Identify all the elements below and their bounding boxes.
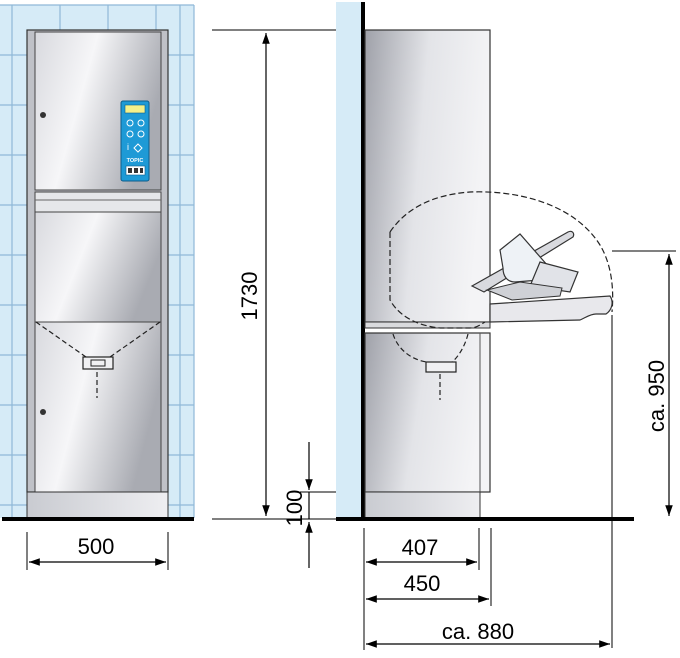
dim-plinth-height-label: 100 [282,490,307,527]
container-lid [529,261,579,293]
program-button-2-icon [137,119,145,127]
upper-door-knob [40,112,46,118]
dim-total-height-label: 1730 [237,272,262,321]
dim-front-width: 500 [26,532,169,570]
dim-depth-open-label: ca. 880 [442,619,514,644]
dim-plinth-height: 100 [282,442,362,568]
front-view: i TOPIC [0,4,195,521]
side-view [336,2,634,521]
dim-front-width-label: 500 [78,534,115,559]
lower-door [34,321,162,493]
side-outlet [425,361,457,373]
dim-loading-height: ca. 950 [611,250,676,648]
dim-depth-body-label: 407 [402,535,439,560]
side-lower-body [364,332,491,493]
start-icon [133,143,143,153]
wall-section-side [336,2,363,518]
front-plinth [26,491,169,519]
panel-display [124,104,146,114]
panel-brand: TOPIC [127,158,144,164]
info-icon: i [127,142,129,152]
dim-side-depths: 407 450 ca. 880 [363,528,610,650]
lower-door-knob [40,409,46,415]
side-plinth [364,491,481,519]
dim-loading-height-label: ca. 950 [644,360,669,432]
middle-panel [34,211,162,323]
open-loading-door [489,295,613,323]
side-hopper-hidden-lines [392,333,469,400]
dim-total-height: 1730 [212,29,360,520]
program-button-3-icon [126,130,134,138]
separator-strip [34,191,162,213]
front-outlet [82,356,114,370]
side-shelf [364,321,491,329]
control-panel: i TOPIC [120,100,150,182]
side-upper-body [364,29,491,323]
program-button-1-icon [126,119,134,127]
program-button-4-icon [137,130,145,138]
dim-depth-total-label: 450 [404,571,441,596]
door-swing-outer-arc [389,191,614,313]
door-swing-arc [389,232,486,329]
front-hopper-hidden-lines [35,321,161,398]
container-base [485,281,563,301]
